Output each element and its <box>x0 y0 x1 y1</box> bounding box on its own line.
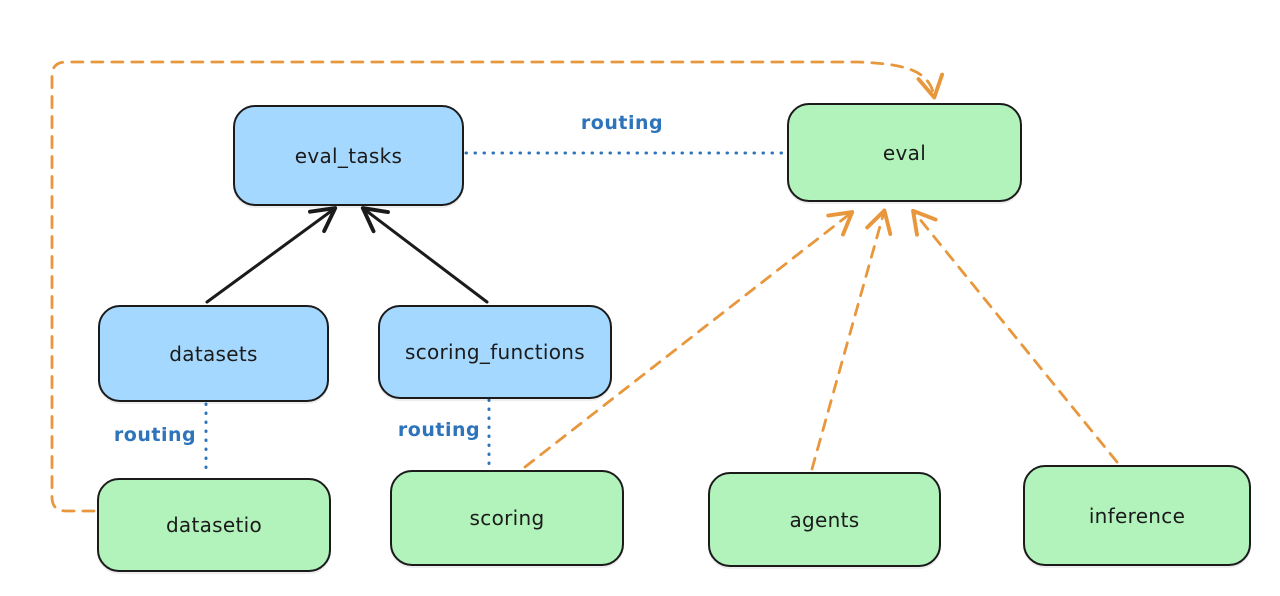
edge-scoring-functions-to-eval-tasks <box>360 206 489 304</box>
edge-label-routing-datasets-datasetio: routing <box>113 424 197 446</box>
node-inference: inference <box>1023 465 1251 566</box>
edge-label-routing-scoring-functions-scoring: routing <box>397 419 481 441</box>
edge-datasetio-to-eval <box>50 60 945 513</box>
node-eval-tasks: eval_tasks <box>233 105 464 206</box>
node-eval-tasks-label: eval_tasks <box>294 143 403 168</box>
node-datasetio: datasetio <box>97 478 331 572</box>
node-inference-label: inference <box>1088 503 1186 528</box>
edge-scoring-to-eval <box>523 210 855 469</box>
node-datasetio-label: datasetio <box>165 513 263 537</box>
edge-label-routing-eval-tasks-eval: routing <box>580 112 664 134</box>
edge-inference-to-eval <box>911 208 1119 464</box>
edge-agents-to-eval <box>810 208 893 471</box>
node-eval: eval <box>787 103 1022 202</box>
node-scoring-functions: scoring_functions <box>378 305 612 399</box>
node-agents: agents <box>708 472 941 567</box>
edge-datasets-to-eval-tasks <box>205 206 338 304</box>
node-scoring-label: scoring <box>469 506 545 530</box>
node-agents-label: agents <box>789 507 860 532</box>
node-datasets: datasets <box>98 305 329 402</box>
node-eval-label: eval <box>882 140 927 165</box>
node-scoring-functions-label: scoring_functions <box>404 340 586 364</box>
node-datasets-label: datasets <box>169 341 258 366</box>
node-scoring: scoring <box>390 470 624 566</box>
